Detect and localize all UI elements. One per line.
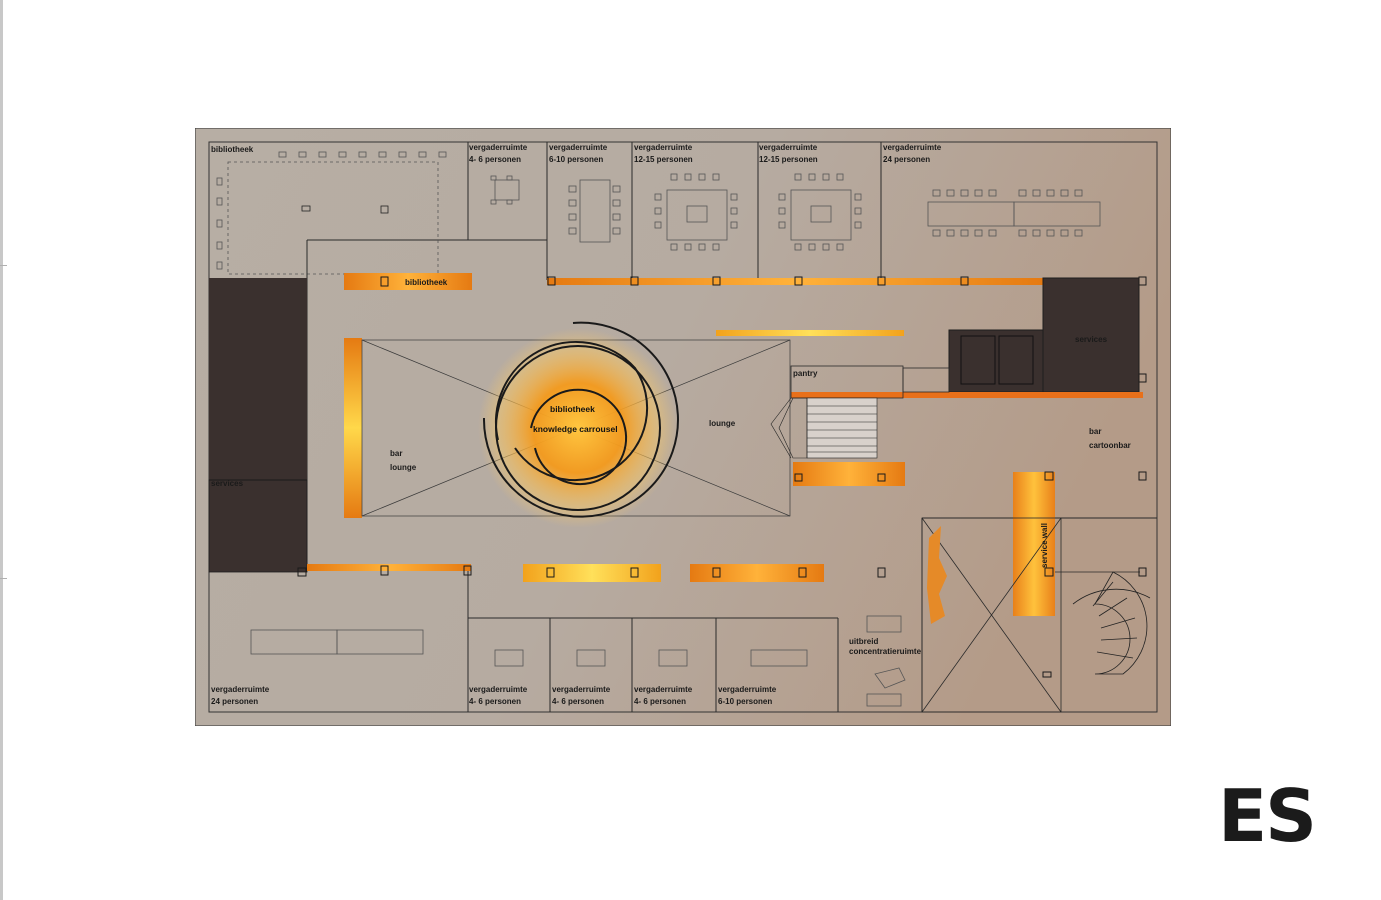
carousel-glow — [478, 328, 678, 528]
left-dark-block-upper — [209, 278, 307, 482]
label-services-right: services — [1075, 335, 1108, 344]
page-edge-rule — [0, 0, 3, 900]
label-service-wall: service wall — [1040, 523, 1049, 568]
main-stairs — [770, 397, 878, 459]
elevator-cars — [960, 335, 1034, 385]
stairs-orange-counter — [793, 462, 905, 486]
columns — [297, 276, 1147, 678]
label-vrb4-title: vergaderruimte — [634, 685, 693, 694]
es-logo: ES — [1218, 774, 1317, 858]
label-lounge: lounge — [709, 419, 736, 428]
bottom-rooms-walls — [467, 618, 717, 712]
floor-plan: bibliotheek vergaderruimte 4- 6 personen… — [195, 128, 1171, 726]
library-furniture — [216, 151, 447, 275]
label-vr3-title: vergaderruimte — [634, 143, 693, 152]
label-vr4-title: vergaderruimte — [759, 143, 818, 152]
page-edge-tick — [0, 265, 7, 266]
label-vr1-capacity: 4- 6 personen — [469, 155, 521, 164]
label-vr4-capacity: 12-15 personen — [759, 155, 818, 164]
label-vr1-title: vergaderruimte — [469, 143, 528, 152]
label-vrb4-capacity: 4- 6 personen — [634, 697, 686, 706]
floor-plan-svg: bibliotheek vergaderruimte 4- 6 personen… — [195, 128, 1171, 726]
right-orange-rail — [791, 392, 1143, 398]
label-concentratieruimte: concentratieruimte — [849, 647, 922, 656]
bottom-meeting-furniture — [250, 615, 906, 707]
bottom-shelf-mid — [523, 564, 661, 582]
label-vrb5-title: vergaderruimte — [718, 685, 777, 694]
spiral-stairs — [1072, 571, 1151, 675]
label-bar-right: bar — [1089, 427, 1101, 436]
bottom-rail-left — [307, 564, 471, 571]
label-vr5-capacity: 24 personen — [883, 155, 930, 164]
yellow-rail — [716, 330, 904, 336]
label-pantry: pantry — [793, 369, 818, 378]
label-vrb2-title: vergaderruimte — [469, 685, 528, 694]
label-bibliotheek-top: bibliotheek — [211, 145, 254, 154]
label-vr2-title: vergaderruimte — [549, 143, 608, 152]
label-carousel-title: bibliotheek — [550, 404, 595, 414]
label-left-block: services — [211, 479, 244, 488]
service-wall — [1013, 472, 1055, 616]
bottom-shelf-right — [690, 564, 824, 582]
label-uitbreid: uitbreid — [849, 637, 878, 646]
label-lounge-left: lounge — [390, 463, 417, 472]
label-vrb5-capacity: 6-10 personen — [718, 697, 772, 706]
label-vr5-title: vergaderruimte — [883, 143, 942, 152]
page-edge-tick — [0, 578, 7, 579]
label-vrb1-title: vergaderruimte — [211, 685, 270, 694]
label-vrb1-capacity: 24 personen — [211, 697, 258, 706]
library-shelf — [344, 273, 472, 290]
label-bar: bar — [390, 449, 402, 458]
label-vrb3-capacity: 4- 6 personen — [552, 697, 604, 706]
label-cartoonbar: cartoonbar — [1089, 441, 1131, 450]
carousel-spiral — [482, 321, 679, 518]
floor-base — [195, 128, 1171, 726]
label-vrb3-title: vergaderruimte — [552, 685, 611, 694]
top-rooms-walls — [306, 142, 882, 280]
bar-counter-left — [344, 338, 362, 518]
label-vrb2-capacity: 4- 6 personen — [469, 697, 521, 706]
right-lower-rooms — [921, 517, 1140, 713]
top-meeting-furniture — [490, 173, 1101, 251]
label-shelf-bibliotheek: bibliotheek — [405, 278, 448, 287]
feature-wall — [927, 526, 947, 624]
label-carousel-subtitle: knowledge carrousel — [533, 424, 618, 434]
left-dark-block-lower — [208, 479, 308, 573]
label-vr2-capacity: 6-10 personen — [549, 155, 603, 164]
elevator-block — [948, 329, 1044, 393]
label-vr3-capacity: 12-15 personen — [634, 155, 693, 164]
